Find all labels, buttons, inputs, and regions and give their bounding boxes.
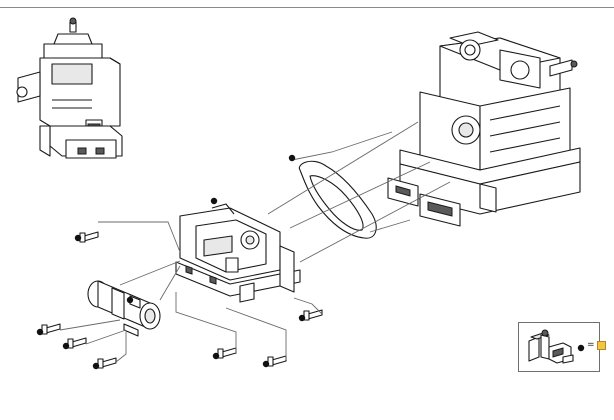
legend-equals: = bbox=[587, 340, 595, 350]
mounting-bracket bbox=[175, 197, 301, 303]
gasket bbox=[298, 160, 377, 239]
top-rule bbox=[0, 7, 614, 8]
leader-lines bbox=[59, 121, 451, 363]
item-markers bbox=[36, 154, 306, 370]
legend-color-swatch bbox=[597, 341, 606, 350]
valve-body bbox=[387, 31, 581, 227]
legend-box bbox=[518, 322, 600, 372]
assembled-valve-view bbox=[16, 17, 123, 159]
legend-part-icon bbox=[528, 329, 585, 364]
solenoid-coil bbox=[87, 280, 161, 337]
